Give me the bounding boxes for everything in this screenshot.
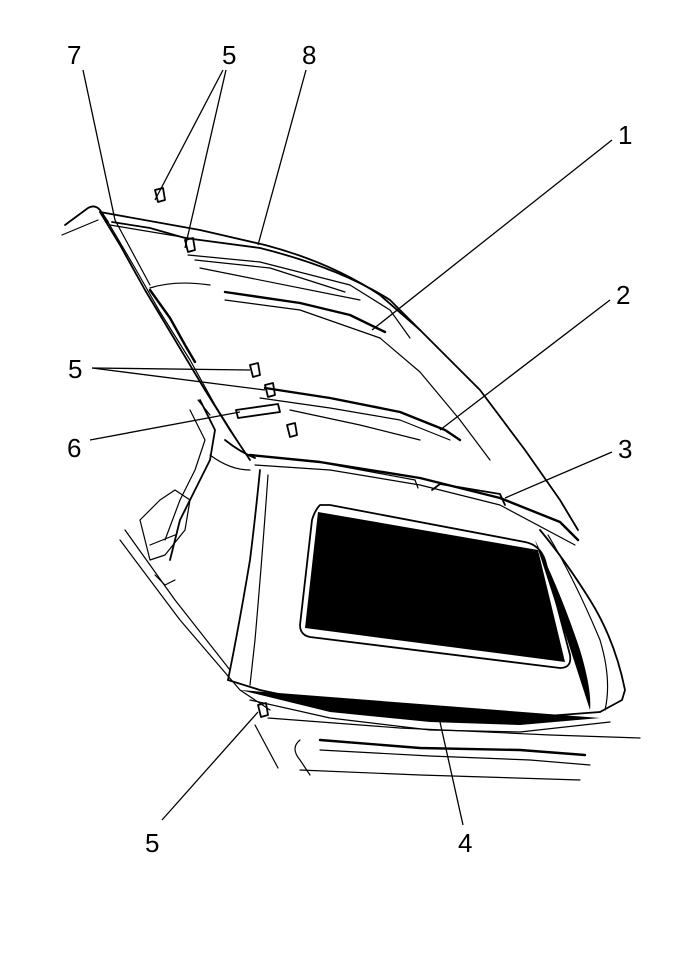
callout-5-middle: 5 xyxy=(68,354,82,384)
bow-1 xyxy=(149,282,491,461)
callout-1: 1 xyxy=(618,120,632,150)
rear-bow xyxy=(248,453,580,546)
callout-2: 2 xyxy=(616,280,630,310)
callout-6: 6 xyxy=(67,433,81,463)
leader-lines xyxy=(82,69,613,826)
callout-3: 3 xyxy=(618,434,632,464)
side-rail xyxy=(99,211,251,461)
callout-5-top: 5 xyxy=(222,40,236,70)
callout-labels: 1 2 3 4 5 5 5 6 7 8 xyxy=(67,40,632,858)
retainer-clips xyxy=(154,187,298,718)
pad xyxy=(235,403,281,419)
body-belt-line xyxy=(119,529,641,781)
top-fabric xyxy=(111,221,421,339)
callout-7: 7 xyxy=(67,40,81,70)
bow-2 xyxy=(259,386,462,442)
rear-window xyxy=(299,504,572,669)
top-linkage xyxy=(139,399,256,586)
callout-8: 8 xyxy=(302,40,316,70)
callout-5-bottom: 5 xyxy=(145,828,159,858)
callout-4: 4 xyxy=(458,828,472,858)
